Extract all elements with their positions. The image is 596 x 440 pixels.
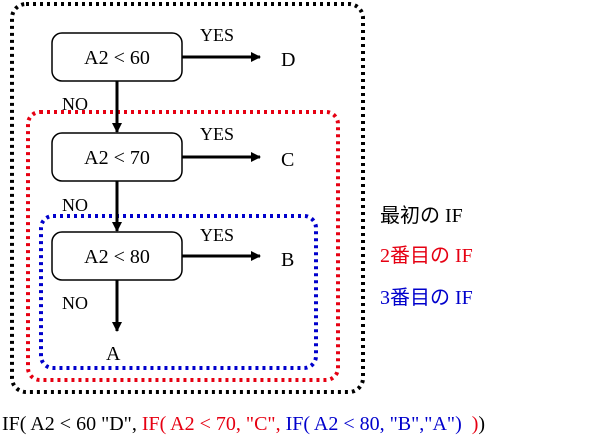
legend-second-if: 2番目の IF xyxy=(380,244,473,267)
result-a: A xyxy=(106,343,121,365)
formula-first-if: IF( A2 < 60 "D", xyxy=(2,413,142,435)
condition-text-1: A2 < 60 xyxy=(84,47,150,69)
result-d: D xyxy=(281,49,295,71)
third-if-frame xyxy=(39,214,318,370)
condition-text-3: A2 < 80 xyxy=(84,246,150,268)
formula-second-close: ) xyxy=(467,413,479,435)
no-label-3: NO xyxy=(62,293,88,313)
excel-formula: IF( A2 < 60 "D", IF( A2 < 70, "C", IF( A… xyxy=(2,413,485,435)
legend-third-if: 3番目の IF xyxy=(380,286,473,309)
yes-label-1: YES xyxy=(200,25,234,45)
formula-third-if: IF( A2 < 80, "B","A") xyxy=(286,413,467,435)
yes-label-2: YES xyxy=(200,124,234,144)
first-if-frame xyxy=(10,2,365,394)
no-label-1: NO xyxy=(62,94,88,114)
formula-first-close: ) xyxy=(478,413,485,435)
result-b: B xyxy=(281,249,294,271)
condition-text-2: A2 < 70 xyxy=(84,147,150,169)
no-label-2: NO xyxy=(62,195,88,215)
yes-label-3: YES xyxy=(200,225,234,245)
result-c: C xyxy=(281,149,294,171)
legend-first-if: 最初の IF xyxy=(380,204,463,227)
formula-second-if: IF( A2 < 70, "C", xyxy=(142,413,286,435)
second-if-frame xyxy=(26,110,340,382)
